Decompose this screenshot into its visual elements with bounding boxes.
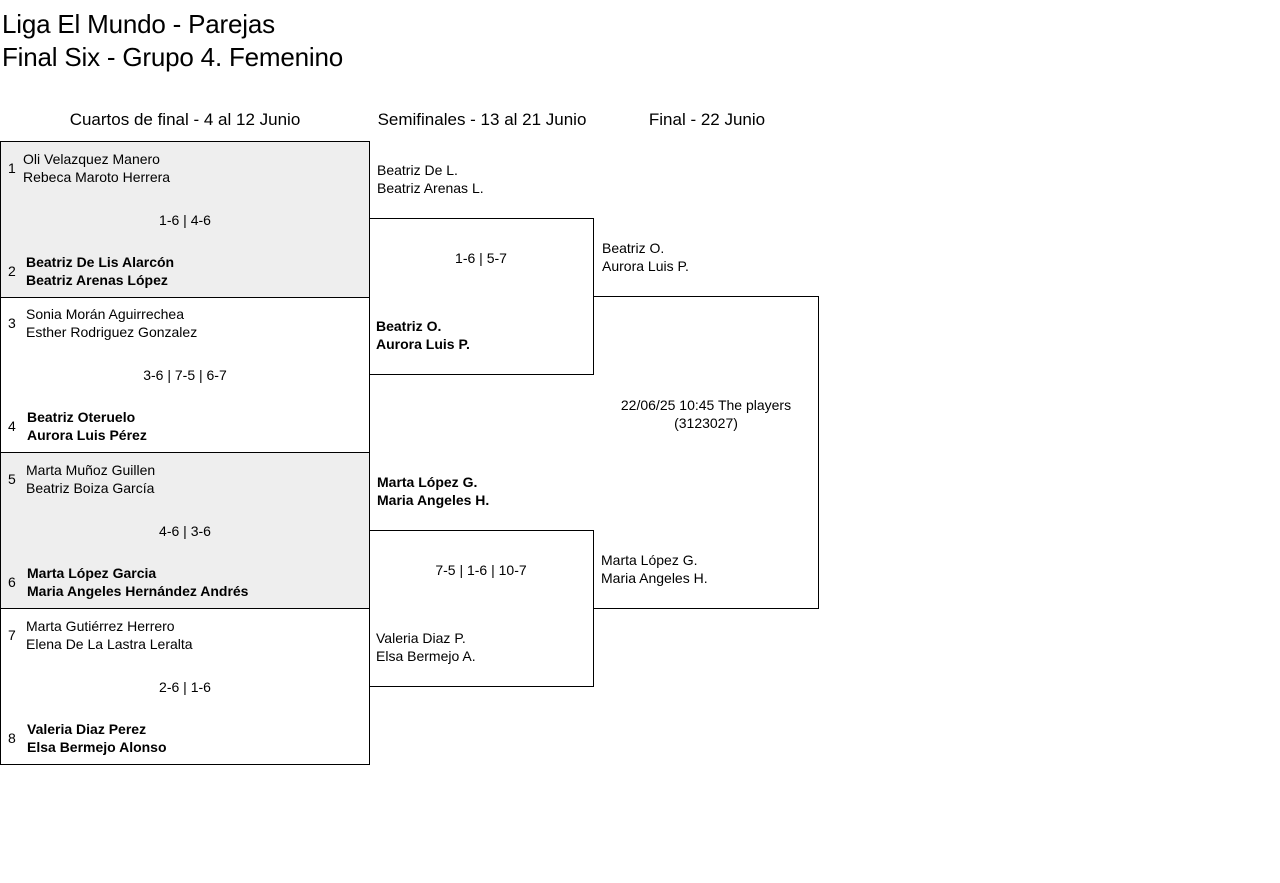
round-header-semifinals: Semifinales - 13 al 21 Junio bbox=[377, 110, 587, 129]
seed-number: 3 bbox=[8, 315, 16, 331]
player-name: Elsa Bermejo Alonso bbox=[27, 739, 167, 755]
player-name: Beatriz De Lis Alarcón bbox=[26, 254, 175, 270]
team-bottom-winner: Valeria Diaz Perez Elsa Bermejo Alonso bbox=[27, 720, 167, 756]
player-name: Beatriz O. bbox=[376, 318, 442, 334]
semifinal-match-1[interactable]: 1-6 | 5-7 Beatriz O. Aurora Luis P. bbox=[369, 218, 594, 375]
seed-number: 7 bbox=[8, 627, 16, 643]
player-name: Maria Angeles H. bbox=[601, 570, 708, 586]
semifinal-2-team-bottom: Valeria Diaz P. Elsa Bermejo A. bbox=[376, 629, 476, 665]
player-name: Marta López G. bbox=[601, 552, 698, 568]
seed-number: 1 bbox=[8, 160, 16, 176]
team-bottom-winner: Beatriz Oteruelo Aurora Luis Pérez bbox=[27, 408, 147, 444]
round-header-final: Final - 22 Junio bbox=[648, 110, 766, 129]
player-name: Beatriz Arenas L. bbox=[377, 180, 484, 196]
player-name: Maria Angeles H. bbox=[377, 492, 490, 508]
semifinal-match-2[interactable]: 7-5 | 1-6 | 10-7 Valeria Diaz P. Elsa Be… bbox=[369, 530, 594, 687]
seed-number: 6 bbox=[8, 574, 16, 590]
seed-number: 2 bbox=[8, 263, 16, 279]
final-match[interactable]: 22/06/25 10:45 The players (3123027) Mar… bbox=[594, 296, 819, 609]
player-name: Aurora Luis P. bbox=[602, 258, 689, 274]
semifinal-2-team-top-winner: Marta López G. Maria Angeles H. bbox=[377, 473, 489, 509]
player-name: Elsa Bermejo A. bbox=[376, 648, 476, 664]
match-score: 2-6 | 1-6 bbox=[159, 679, 211, 695]
final-team-top: Beatriz O. Aurora Luis P. bbox=[602, 239, 689, 275]
match-score: 4-6 | 3-6 bbox=[159, 523, 211, 539]
player-name: Rebeca Maroto Herrera bbox=[23, 169, 171, 185]
match-score: 1-6 | 5-7 bbox=[455, 250, 507, 266]
seed-number: 4 bbox=[8, 418, 16, 434]
player-name: Maria Angeles Hernández Andrés bbox=[27, 583, 249, 599]
match-score: 7-5 | 1-6 | 10-7 bbox=[435, 562, 527, 578]
match-score: 1-6 | 4-6 bbox=[159, 212, 211, 228]
page-subtitle: Final Six - Grupo 4. Femenino bbox=[2, 42, 344, 72]
team-top: Sonia Morán Aguirrechea Esther Rodriguez… bbox=[26, 305, 197, 341]
round-header-quarterfinals: Cuartos de final - 4 al 12 Junio bbox=[69, 110, 301, 129]
seed-number: 8 bbox=[8, 730, 16, 746]
player-name: Esther Rodriguez Gonzalez bbox=[26, 324, 198, 340]
player-name: Beatriz O. bbox=[602, 240, 665, 256]
page-title: Liga El Mundo - Parejas bbox=[2, 9, 275, 39]
player-name: Marta López Garcia bbox=[27, 565, 157, 581]
player-name: Aurora Luis P. bbox=[376, 336, 470, 352]
quarterfinal-match-1[interactable]: 1 Oli Velazquez Manero Rebeca Maroto Her… bbox=[0, 141, 370, 298]
player-name: Beatriz De L. bbox=[377, 162, 458, 178]
quarterfinal-match-3[interactable]: 5 Marta Muñoz Guillen Beatriz Boiza Garc… bbox=[0, 453, 370, 609]
player-name: Oli Velazquez Manero bbox=[23, 151, 160, 167]
team-bottom-winner: Marta López Garcia Maria Angeles Hernánd… bbox=[27, 564, 248, 600]
player-name: Marta Muñoz Guillen bbox=[26, 462, 156, 478]
player-name: Sonia Morán Aguirrechea bbox=[26, 306, 184, 322]
team-bottom-winner: Beatriz De Lis Alarcón Beatriz Arenas Ló… bbox=[26, 253, 174, 289]
player-name: Valeria Diaz Perez bbox=[27, 721, 147, 737]
team-top: Oli Velazquez Manero Rebeca Maroto Herre… bbox=[23, 150, 170, 186]
player-name: Elena De La Lastra Leralta bbox=[26, 636, 193, 652]
player-name: Marta López G. bbox=[377, 474, 478, 490]
semifinal-1-team-top: Beatriz De L. Beatriz Arenas L. bbox=[377, 161, 484, 197]
quarterfinal-match-4[interactable]: 7 Marta Gutiérrez Herrero Elena De La La… bbox=[0, 609, 370, 765]
match-schedule: 22/06/25 10:45 The players (3123027) bbox=[620, 397, 792, 431]
team-top: Marta Gutiérrez Herrero Elena De La Last… bbox=[26, 617, 193, 653]
player-name: Aurora Luis Pérez bbox=[27, 427, 147, 443]
match-score: 3-6 | 7-5 | 6-7 bbox=[143, 367, 227, 383]
player-name: Beatriz Oteruelo bbox=[27, 409, 136, 425]
player-name: Beatriz Arenas López bbox=[26, 272, 168, 288]
quarterfinal-match-2[interactable]: 3 Sonia Morán Aguirrechea Esther Rodrigu… bbox=[0, 297, 370, 453]
player-name: Marta Gutiérrez Herrero bbox=[26, 618, 175, 634]
seed-number: 5 bbox=[8, 471, 16, 487]
team-top: Marta Muñoz Guillen Beatriz Boiza García bbox=[26, 461, 155, 497]
final-team-bottom: Marta López G. Maria Angeles H. bbox=[601, 551, 708, 587]
semifinal-1-team-bottom-winner: Beatriz O. Aurora Luis P. bbox=[376, 317, 470, 353]
player-name: Beatriz Boiza García bbox=[26, 480, 155, 496]
player-name: Valeria Diaz P. bbox=[376, 630, 466, 646]
